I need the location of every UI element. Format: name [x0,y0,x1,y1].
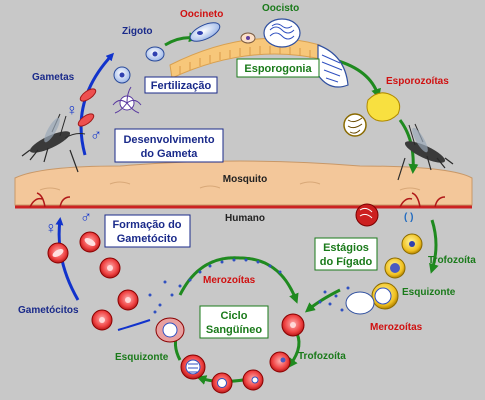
label-oocisto: Oocisto [262,3,299,14]
box-formacao [104,214,191,248]
mosquito-left-icon [21,113,86,173]
sporozoite-brackets: ( ) [404,212,413,223]
arc-liver-down [429,219,439,274]
box-esporogonia [236,58,320,78]
label-estagios-1: Estágios [323,242,369,254]
zigoto-nucleus [152,51,158,57]
box-desenvolvimento [114,128,224,163]
salivary-gland [366,92,401,122]
macrogamete-nucleus [119,72,125,78]
skin-texture [39,181,421,191]
label-ciclo-1: Ciclo [221,310,248,322]
box-fertilizacao [144,76,218,94]
liver-esquizonte-small-core [390,263,400,273]
arc-to-gametocito-formation [117,319,151,331]
label-ciclo-2: Sangüíneo [206,324,263,336]
arc-gametas-to-zigoto [79,52,115,156]
gametocyte-cells [47,231,139,331]
label-zigoto: Zigoto [122,26,153,37]
arc-blood-cycle-top [178,256,299,304]
label-esporogonia: Esporogonia [244,63,312,75]
male-symbol-bottom: ♂ [80,209,92,226]
label-fertilizacao: Fertilização [151,80,212,92]
label-estagios-2: do Fígado [320,256,373,268]
oocisto-large-sporozoites [269,23,295,40]
gameta-female [79,88,97,102]
liver-esquizonte-large-core [374,287,392,305]
label-gametocitos: Gametócitos [18,305,79,316]
label-formacao-2: Gametócito [117,233,178,245]
label-mosquito: Mosquito [223,174,267,185]
microgamete-flagella [112,86,142,114]
liver-entry-sporozoites [359,207,373,219]
box-ciclo [199,305,269,339]
label-merozoitas-center: Merozoítas [203,275,256,286]
label-esporozoitas: Esporozoítas [386,76,449,87]
oocisto-small-nucleus [246,36,250,40]
blood-vessel-left [29,192,71,208]
label-merozoitas-right: Merozoítas [370,322,423,333]
arc-merozoitas-to-blood [304,288,341,313]
label-humano: Humano [225,213,265,224]
oocisto-ruptured-strands [321,54,343,83]
liver-bursting-cell [345,291,375,315]
label-desenvolvimento-2: do Gameta [141,148,199,160]
mosquito-right-icon [397,123,454,181]
label-formacao-1: Formação do [112,219,181,231]
label-trofozoita-top: Trofozoíta [428,255,476,266]
label-esquizonte-right: Esquizonte [402,287,456,298]
oocineto-cell [189,22,221,42]
label-trofozoita-bottom: Trofozoíta [298,351,346,362]
merozoite-dots [148,258,350,314]
gameta-male [77,113,95,127]
label-desenvolvimento-1: Desenvolvimento [123,134,214,146]
label-esquizonte-left: Esquizonte [115,352,169,363]
male-symbol-top: ♂ [90,127,102,144]
oocineto-nucleus [197,31,203,35]
label-oocineto: Oocineto [180,9,223,20]
stomach-wall-cells [179,46,311,74]
female-symbol-bottom: ♀ [45,220,57,237]
blood-cycle-cells [155,313,305,394]
blood-vessel-right [399,192,446,208]
box-estagios [314,237,378,271]
liver-trofozoita-nucleus [409,241,415,247]
female-symbol-top: ♀ [66,102,78,119]
mosquito-skin-band [14,160,473,206]
oocisto-large [263,18,301,48]
sporozoite-zoom-strands [347,117,363,134]
label-gametas: Gametas [32,72,75,83]
